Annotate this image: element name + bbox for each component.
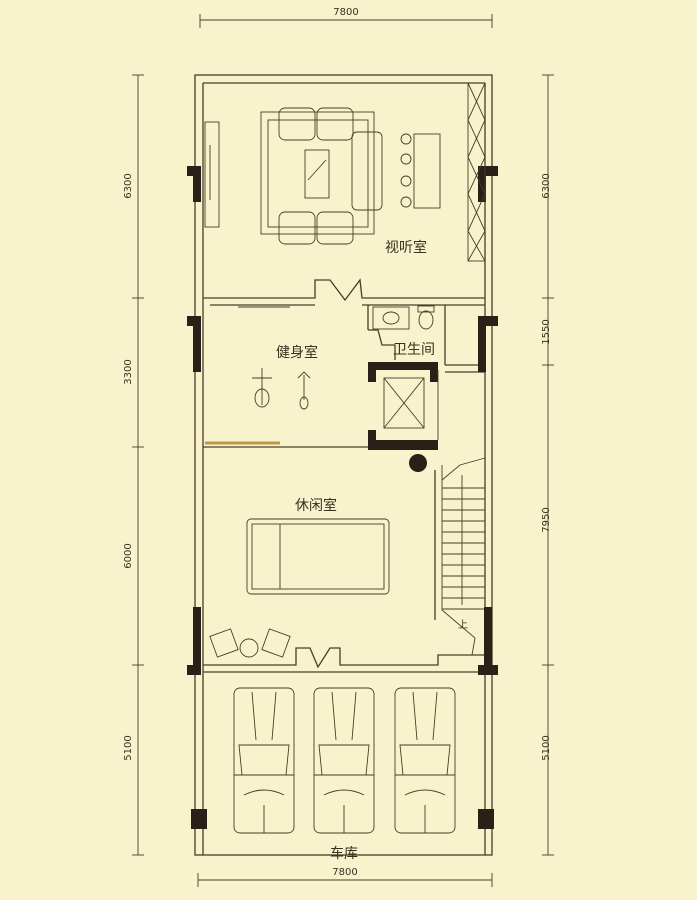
room-label-garage: 车库 [330, 845, 358, 862]
dim-bottom: 7800 [332, 867, 357, 878]
leisure-furniture [209, 454, 427, 658]
gym-equipment [238, 306, 311, 410]
av-room-furniture [204, 82, 486, 262]
room-label-leisure: 休闲室 [295, 497, 337, 514]
room-label-gym: 健身室 [276, 344, 318, 361]
dim-right-1: 6300 [541, 173, 552, 198]
car [313, 687, 375, 834]
cars [233, 687, 456, 834]
dim-left-2: 3300 [123, 359, 134, 384]
car [233, 687, 295, 834]
dim-right-4: 5100 [541, 735, 552, 760]
room-label-av-room: 视听室 [385, 239, 427, 256]
dim-left-3: 6000 [123, 543, 134, 568]
bathroom-fixtures [372, 305, 435, 330]
dim-right-3: 7950 [541, 507, 552, 532]
dim-left-4: 5100 [123, 735, 134, 760]
car [394, 687, 456, 834]
dim-left-1: 6300 [123, 173, 134, 198]
stair-up-label: 上 [458, 619, 468, 631]
dim-right-2: 1550 [541, 319, 552, 344]
dim-top: 7800 [333, 7, 358, 18]
room-label-bathroom: 卫生间 [393, 342, 435, 358]
columns [187, 166, 498, 829]
dimension-lines [132, 14, 554, 887]
walls [194, 74, 493, 856]
stair-treads [442, 487, 485, 610]
